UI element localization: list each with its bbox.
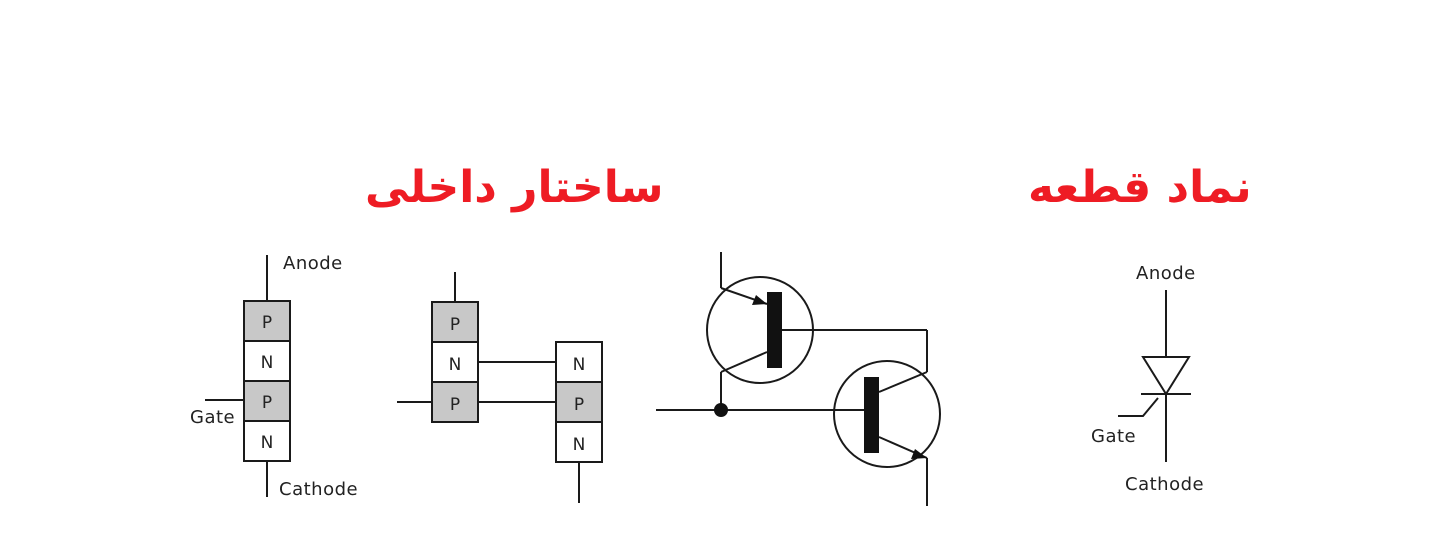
title-device-symbol: نماد قطعه <box>1028 162 1252 213</box>
split-label-n1: N <box>449 355 462 375</box>
layer-label-p-top: P <box>262 313 272 333</box>
label-gate-stack: Gate <box>190 407 235 428</box>
pnp-emitter-arrow <box>752 295 767 305</box>
symbol-gate-lead <box>1118 397 1159 417</box>
split-transistor-structure <box>397 272 603 503</box>
junction-dot <box>714 403 728 417</box>
label-cathode-stack: Cathode <box>279 479 358 500</box>
title-internal-structure: ساختار داخلی <box>365 162 664 213</box>
split-layer-p2 <box>431 381 479 423</box>
npn-transistor-outline <box>833 360 941 468</box>
npn-base-bar <box>864 377 879 453</box>
layer-label-n-bottom: N <box>261 433 274 453</box>
pnp-base-bar <box>767 292 782 368</box>
split-label-n3: N <box>573 435 586 455</box>
split-label-p1: P <box>450 315 460 335</box>
pnpn-layer-stack <box>205 255 291 497</box>
label-anode-symbol: Anode <box>1136 263 1196 284</box>
split-label-n2: N <box>573 355 586 375</box>
label-anode-stack: Anode <box>283 253 343 274</box>
layer-label-n-upper: N <box>261 353 274 373</box>
split-layer-n2 <box>555 341 603 383</box>
thyristor-symbol <box>1118 290 1191 462</box>
npn-emitter-arrow <box>911 449 927 459</box>
pnp-collector <box>720 351 768 373</box>
layer-label-p-lower: P <box>262 393 272 413</box>
npn-collector <box>878 371 928 393</box>
split-label-p3: P <box>574 395 584 415</box>
layer-n-upper <box>243 340 291 382</box>
label-gate-symbol: Gate <box>1091 426 1136 447</box>
label-cathode-symbol: Cathode <box>1125 474 1204 495</box>
layer-p-lower <box>243 380 291 422</box>
transistor-equivalent-circuit <box>656 252 941 506</box>
split-layer-n1 <box>431 341 479 383</box>
split-label-p2: P <box>450 395 460 415</box>
diode-triangle <box>1141 356 1191 396</box>
split-layer-p3 <box>555 381 603 423</box>
split-layer-p1 <box>431 301 479 343</box>
